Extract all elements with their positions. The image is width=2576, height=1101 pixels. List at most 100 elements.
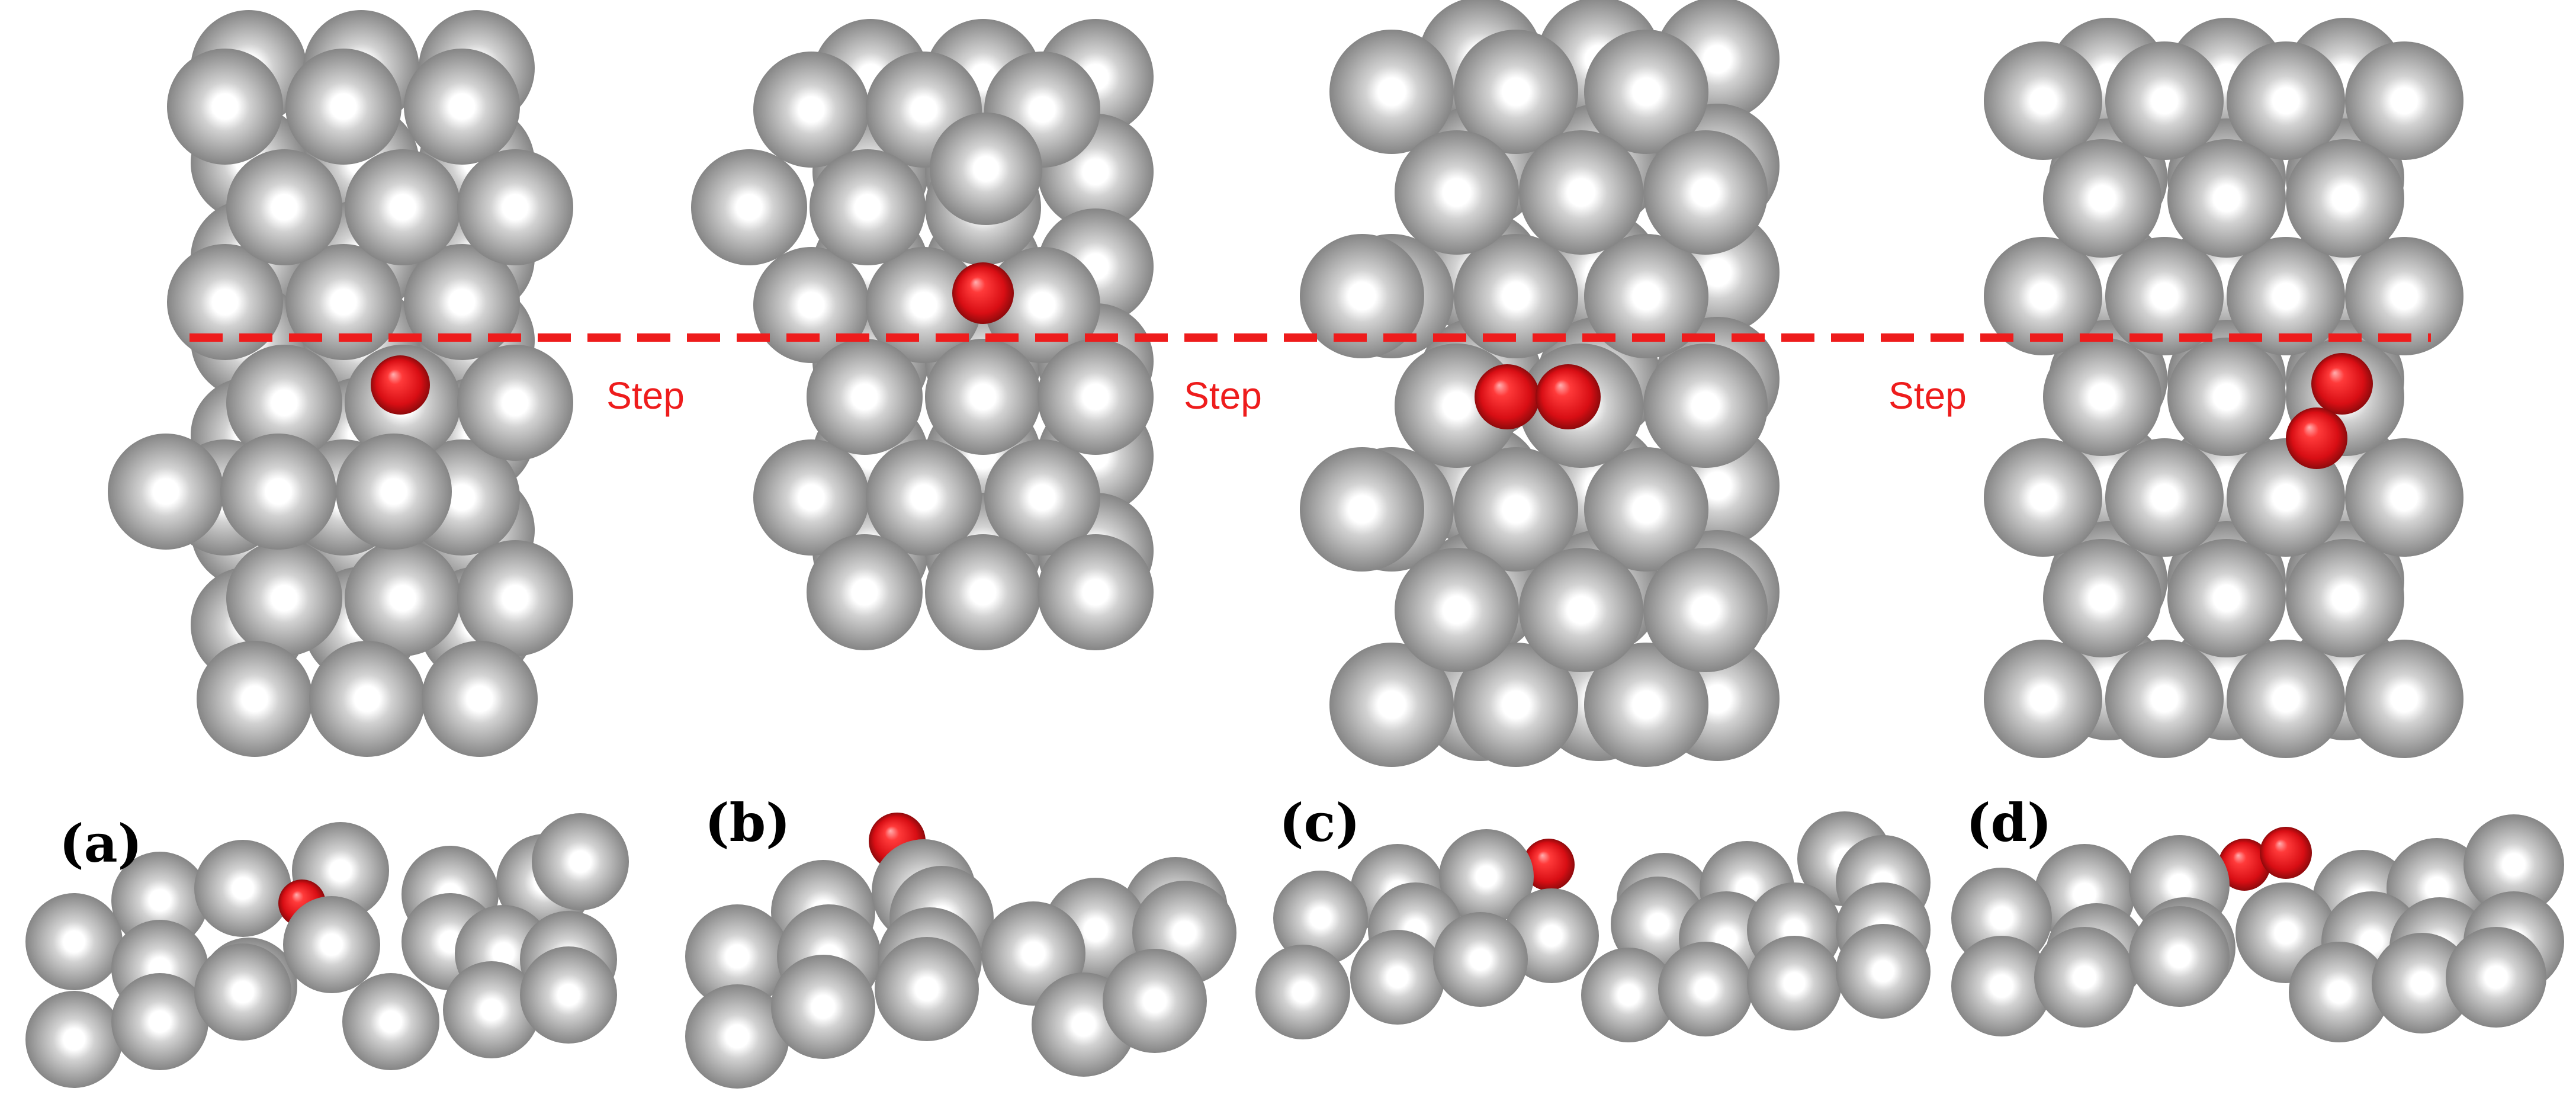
metal-atom [875, 937, 979, 1041]
metal-atom [2167, 539, 2286, 657]
metal-atom [2043, 539, 2161, 657]
metal-atom [2043, 338, 2161, 456]
metal-atom [1395, 130, 1519, 255]
metal-atom [1454, 643, 1578, 767]
metal-atom [2105, 237, 2224, 355]
metal-atom [753, 52, 869, 168]
metal-atom [2034, 927, 2135, 1028]
metal-atom [1658, 942, 1753, 1036]
metal-atom [1273, 871, 1368, 965]
metal-atom [925, 534, 1041, 650]
metal-atom [1581, 948, 1676, 1042]
top-view-slab-d [1984, 18, 2463, 758]
metal-atom [1038, 534, 1154, 650]
side-view-slab-a [25, 813, 629, 1088]
metal-atom [167, 244, 283, 360]
metal-atom [2345, 237, 2463, 355]
metal-atom [1951, 936, 2052, 1036]
metal-atom [2043, 139, 2161, 258]
metal-atom [220, 434, 336, 550]
metal-atom [197, 641, 313, 757]
metal-atom [810, 149, 926, 265]
metal-atom [2227, 41, 2345, 160]
metal-atom [342, 973, 439, 1070]
metal-atom [2289, 942, 2389, 1042]
side-view-slab-b [685, 813, 1236, 1089]
metal-atom [309, 641, 425, 757]
top-view-slab-c [1300, 0, 1780, 767]
metal-atom [422, 641, 538, 757]
metal-atom [1584, 447, 1708, 572]
metal-atom [2167, 139, 2286, 258]
metal-atom [2463, 814, 2564, 915]
metal-atom [336, 434, 452, 550]
top-view-slab-a [108, 10, 573, 757]
metal-atom [345, 149, 461, 265]
metal-atom [226, 540, 342, 656]
oxygen-atom [2311, 353, 2373, 415]
metal-atom [1643, 344, 1768, 468]
metal-atom [226, 345, 342, 461]
oxygen-atom [1523, 839, 1575, 891]
metal-atom [2105, 438, 2224, 557]
metal-atom [194, 943, 291, 1041]
panel-label-b: (b) [705, 792, 791, 853]
metal-atom [930, 113, 1042, 225]
metal-atom [2105, 640, 2224, 758]
metal-atom [532, 813, 629, 910]
oxygen-atom [952, 262, 1014, 324]
metal-atom [2227, 640, 2345, 758]
metal-atom [1255, 945, 1350, 1039]
metal-atom [1350, 930, 1445, 1025]
panel-label-a: (a) [59, 813, 142, 874]
metal-atom [1439, 829, 1534, 924]
oxygen-atom [1475, 364, 1540, 429]
metal-atom [404, 49, 520, 165]
metal-atom [345, 540, 461, 656]
metal-atom [2227, 237, 2345, 355]
top-view-slab-b [691, 19, 1154, 650]
metal-atom [1395, 548, 1519, 672]
oxygen-atom [1536, 364, 1601, 429]
metal-atom [2105, 41, 2224, 160]
metal-atom [807, 339, 923, 455]
metal-atom [1984, 41, 2102, 160]
metal-atom [2129, 906, 2230, 1007]
metal-atom [2345, 41, 2463, 160]
metal-atom [2446, 927, 2546, 1028]
metal-atom [25, 991, 123, 1088]
metal-atom [771, 955, 875, 1059]
metal-atom [25, 893, 123, 990]
metal-atom [520, 946, 617, 1044]
metal-atom [1836, 924, 1931, 1019]
metal-atom [1584, 30, 1708, 154]
metal-atom [1103, 949, 1207, 1053]
metal-atom [1329, 30, 1454, 154]
oxygen-atom [2260, 827, 2312, 879]
metal-atom [194, 840, 291, 937]
side-view-slab-d [1951, 814, 2564, 1042]
metal-atom [1454, 30, 1578, 154]
metal-atom [2372, 933, 2472, 1033]
metal-atom [111, 852, 208, 949]
side-view-slab-c [1255, 811, 1931, 1042]
metal-atom [167, 49, 283, 165]
panel-label-c: (c) [1279, 792, 1360, 853]
metal-atom [1454, 234, 1578, 358]
metal-atom [2345, 640, 2463, 758]
metal-atom [404, 244, 520, 360]
metal-atom [1584, 643, 1708, 767]
oxygen-atom [2218, 839, 2270, 891]
metal-atom [1643, 130, 1768, 255]
metal-atom [1984, 237, 2102, 355]
metal-atom [457, 345, 573, 461]
oxygen-atom [2286, 407, 2347, 469]
metal-atom [984, 439, 1100, 556]
metal-atom [925, 339, 1041, 455]
metal-atom [691, 149, 807, 265]
metal-atom [285, 49, 402, 165]
metal-atom [1300, 234, 1424, 358]
metal-atom [2286, 139, 2404, 258]
metal-atom [1038, 339, 1154, 455]
